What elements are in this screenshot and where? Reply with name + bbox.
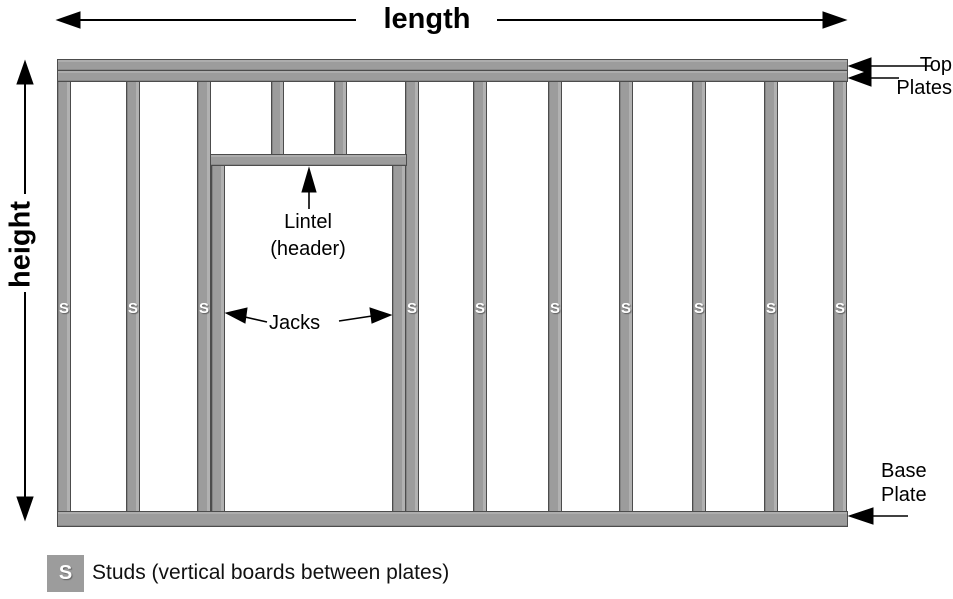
arrow-head-up-icon — [16, 59, 34, 85]
stud-4-door-right: S — [405, 81, 419, 512]
arrow-head-left-icon — [847, 69, 872, 87]
stud-8: S — [692, 81, 706, 512]
length-label: length — [383, 3, 471, 35]
legend-stud-symbol: S — [58, 562, 73, 584]
arrow-head-left-icon — [847, 57, 872, 75]
stud-letter: S — [406, 300, 417, 317]
stud-letter: S — [549, 300, 560, 317]
stud-letter: S — [58, 300, 69, 317]
stud-6: S — [548, 81, 562, 512]
jacks-arrow-left — [224, 307, 268, 324]
stud-7: S — [619, 81, 633, 512]
cripple-stud-right — [334, 81, 347, 156]
jacks-label: Jacks — [269, 312, 321, 334]
arrow-head-left-icon — [224, 307, 248, 324]
stud-letter: S — [198, 300, 209, 317]
arrow-head-up-icon — [301, 166, 317, 193]
lintel-label: Lintel (header) — [238, 209, 378, 263]
top-plates-label-line1: Top — [919, 54, 952, 76]
lintel-arrow — [301, 166, 317, 209]
stud-letter: S — [765, 300, 776, 317]
arrow-head-down-icon — [16, 496, 34, 522]
stud-2: S — [126, 81, 140, 512]
top-plates-label: Top Plates — [876, 54, 952, 100]
stud-5: S — [473, 81, 487, 512]
jack-stud-left — [211, 164, 225, 512]
top-plate-lower — [57, 70, 848, 82]
top-plates-label-line2: Plates — [896, 77, 952, 99]
stud-letter: S — [620, 300, 631, 317]
stud-9: S — [764, 81, 778, 512]
stud-10: S — [833, 81, 847, 512]
base-plate-label-line1: Base — [881, 460, 927, 482]
lintel-label-line1: Lintel — [284, 211, 332, 233]
base-plate — [57, 511, 848, 527]
stud-letter: S — [834, 300, 845, 317]
legend-description: Studs (vertical boards between plates) — [92, 561, 450, 584]
jack-stud-right — [392, 164, 406, 512]
lintel-header-bar — [210, 154, 407, 166]
arrow-head-left-icon — [847, 507, 874, 525]
cripple-stud-left — [271, 81, 284, 156]
stud-1: S — [57, 81, 71, 512]
base-plate-label: Base Plate — [881, 459, 927, 507]
lintel-label-line2: (header) — [270, 238, 346, 260]
arrow-head-right-icon — [369, 307, 393, 324]
stud-3-door-left: S — [197, 81, 211, 512]
legend-stud-swatch: S — [47, 555, 84, 592]
base-plate-label-line2: Plate — [881, 484, 927, 506]
arrow-head-right-icon — [822, 11, 848, 29]
stud-letter: S — [693, 300, 704, 317]
jacks-arrow-right — [338, 307, 393, 324]
stud-letter: S — [127, 300, 138, 317]
arrow-head-left-icon — [55, 11, 81, 29]
base-plate-arrow — [847, 507, 908, 525]
height-label: height — [4, 201, 37, 288]
stud-letter: S — [474, 300, 485, 317]
